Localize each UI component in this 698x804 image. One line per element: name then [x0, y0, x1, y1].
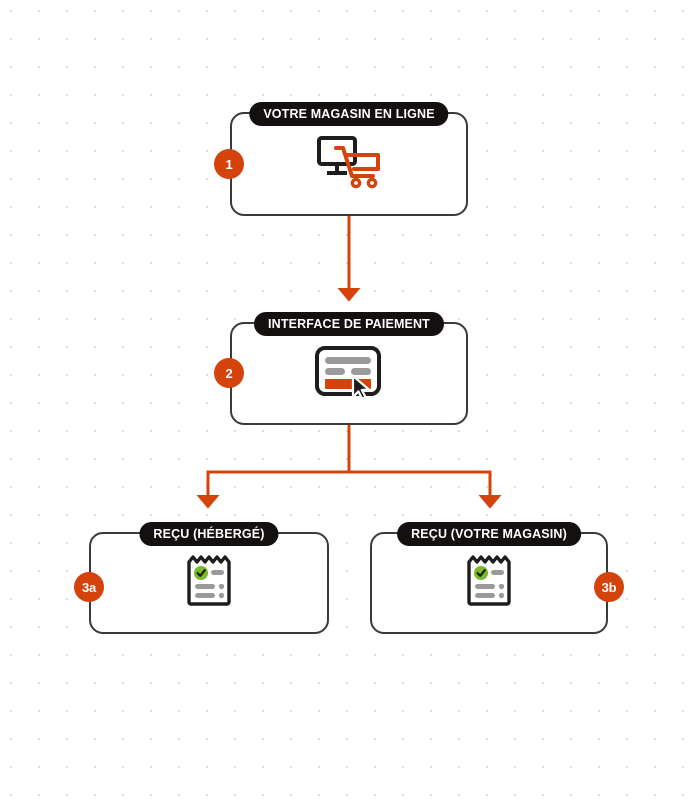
node-payment-label: INTERFACE DE PAIEMENT [254, 312, 444, 336]
node-receipt-store-label: REÇU (VOTRE MAGASIN) [397, 522, 581, 546]
node-receipt-store-body [372, 534, 606, 632]
node-store-label: VOTRE MAGASIN EN LIGNE [249, 102, 449, 126]
step-badge-3b: 3b [594, 572, 624, 602]
step-badge-1: 1 [214, 149, 244, 179]
node-store[interactable]: VOTRE MAGASIN EN LIGNE [230, 102, 468, 216]
node-receipt-hosted-body [91, 534, 327, 632]
node-receipt-hosted[interactable]: REÇU (HÉBERGÉ) [89, 522, 329, 634]
receipt-check-icon [465, 554, 513, 613]
step-badge-2: 2 [214, 358, 244, 388]
node-receipt-hosted-label: REÇU (HÉBERGÉ) [139, 522, 279, 546]
node-payment[interactable]: INTERFACE DE PAIEMENT [230, 312, 468, 425]
receipt-check-icon [185, 554, 233, 613]
monitor-shopping-cart-icon [316, 135, 382, 194]
payment-card-cursor-icon [314, 345, 384, 402]
step-badge-3a: 3a [74, 572, 104, 602]
node-payment-body [232, 324, 466, 423]
node-receipt-store[interactable]: REÇU (VOTRE MAGASIN) [370, 522, 608, 634]
node-store-body [232, 114, 466, 214]
